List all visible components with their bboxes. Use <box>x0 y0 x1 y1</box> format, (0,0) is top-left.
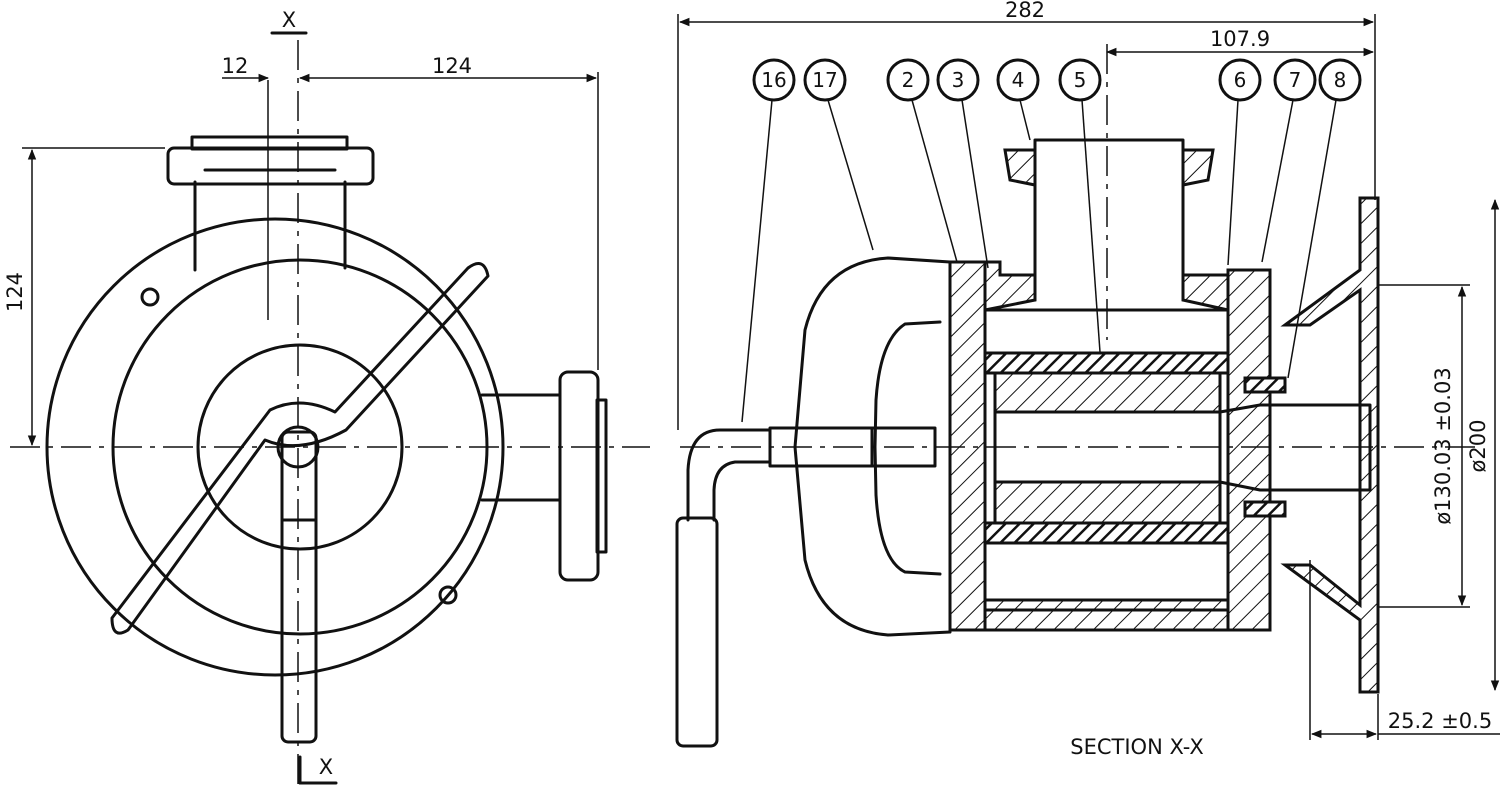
top-inlet-flange <box>166 146 375 186</box>
svg-text:8: 8 <box>1334 68 1347 92</box>
right-outlet-flange <box>558 370 600 582</box>
svg-text:2: 2 <box>902 68 915 92</box>
bottom-wall <box>983 598 1230 632</box>
rear-wall <box>948 260 987 632</box>
balloon-2: 2 <box>886 58 958 263</box>
top-inlet <box>193 180 347 272</box>
top-inlet-lip <box>190 135 349 151</box>
motor-flange <box>1280 196 1380 694</box>
svg-text:5: 5 <box>1074 68 1087 92</box>
balloon-5: 5 <box>1058 58 1102 353</box>
section-mark-bottom: X <box>319 755 333 779</box>
section-view: 282 107.9 ø130.03 ±0.03 ø200 25.2 ±0.5 S… <box>675 0 1500 759</box>
right-outlet <box>480 393 562 502</box>
front-view: X X 12 124 124 <box>3 8 650 790</box>
balloon-17: 17 <box>803 58 874 251</box>
rear-cover-inner <box>873 320 942 576</box>
svg-text:7: 7 <box>1289 68 1302 92</box>
rotor-top <box>993 371 1222 414</box>
dim-bore-label: ø130.03 ±0.03 <box>1431 367 1455 524</box>
top-port <box>1033 138 1185 302</box>
top-port-wall <box>983 260 1037 312</box>
svg-text:3: 3 <box>952 68 965 92</box>
top-port-flange-left <box>1003 148 1037 187</box>
dim-width-label: 124 <box>432 54 472 78</box>
clamp-bar <box>110 262 490 635</box>
liner-bottom <box>983 521 1230 545</box>
boss-right <box>438 585 458 605</box>
liner-top <box>983 351 1230 375</box>
handle-bar <box>280 430 318 744</box>
section-title: SECTION X-X <box>1070 735 1203 759</box>
rod-bend <box>686 428 772 522</box>
rotor-bottom <box>993 480 1222 525</box>
section-mark-top: X <box>282 8 296 32</box>
outer-casing <box>45 217 505 677</box>
boss-left <box>140 287 160 307</box>
front-plate <box>1226 268 1272 632</box>
right-outlet-lip <box>595 398 608 554</box>
top-port-flange-right <box>1181 148 1215 187</box>
dim-height-label: 124 <box>3 272 27 312</box>
top-right-wall <box>1181 273 1230 312</box>
balloon-7: 7 <box>1261 58 1317 263</box>
balloon-8: 8 <box>1287 58 1362 379</box>
dim-offset-label: 12 <box>222 54 249 78</box>
dim-partial-label: 107.9 <box>1210 27 1270 51</box>
hub-ring <box>196 343 404 551</box>
svg-text:16: 16 <box>761 68 786 92</box>
dim-thickness-label: 25.2 ±0.5 <box>1388 709 1492 733</box>
svg-text:6: 6 <box>1234 68 1247 92</box>
svg-text:4: 4 <box>1012 68 1025 92</box>
svg-text:17: 17 <box>812 68 837 92</box>
balloon-3: 3 <box>936 58 989 269</box>
balloon-16: 16 <box>741 58 796 423</box>
seal-bottom <box>1243 500 1287 518</box>
balloon-4: 4 <box>996 58 1040 141</box>
dim-flange-label: ø200 <box>1466 420 1490 473</box>
dim-overall-label: 282 <box>1005 0 1045 22</box>
balloon-6: 6 <box>1218 58 1262 266</box>
seal-top <box>1243 376 1287 394</box>
rod-handle <box>675 516 719 748</box>
